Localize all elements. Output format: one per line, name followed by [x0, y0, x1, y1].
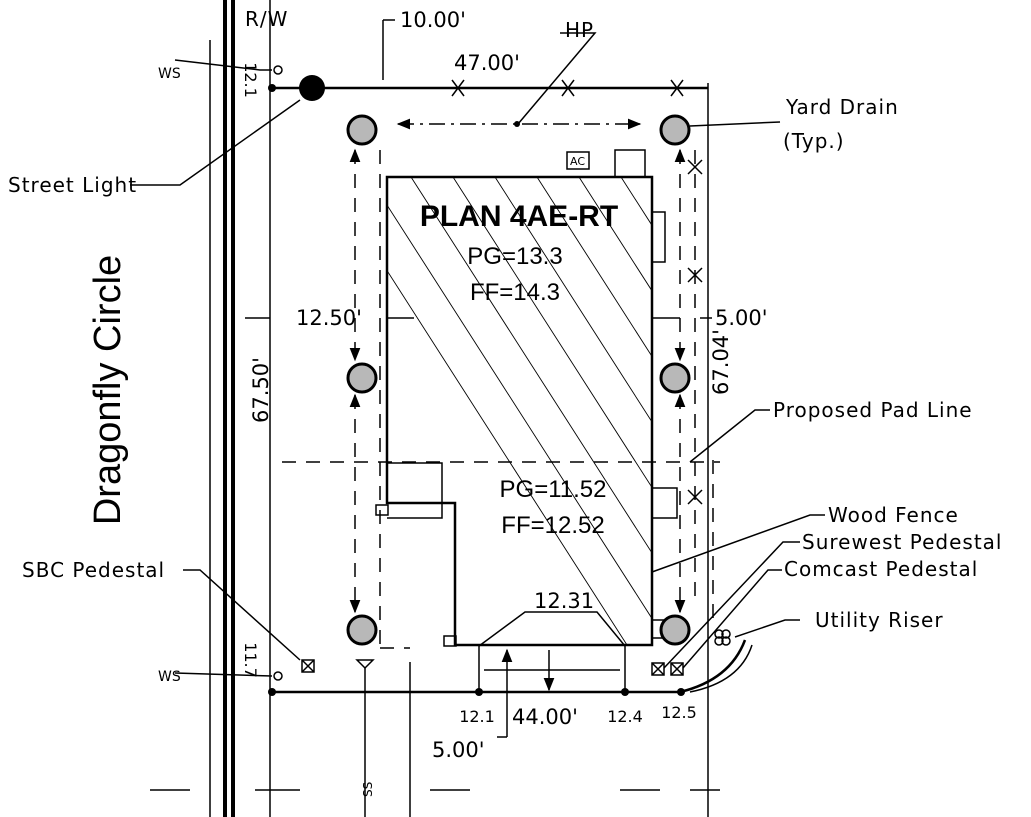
street-right-of-way-lines: [150, 0, 720, 817]
yard-drain-typ-label: (Typ.): [783, 129, 845, 153]
row-label: R/W: [245, 7, 288, 31]
hatch-line: [578, 177, 652, 645]
yard-drains: [346, 114, 691, 646]
elev-top-left: 12.1: [241, 62, 260, 98]
hatch-line: [387, 177, 652, 645]
elev-front-left: 12.1: [459, 707, 495, 726]
dim-setback-left: 12.50': [296, 306, 362, 330]
leader-lines: [130, 32, 825, 677]
street-name: Dragonfly Circle: [87, 255, 129, 525]
plan-title: PLAN 4AE-RT: [420, 200, 618, 233]
proposed-pad-line-label: Proposed Pad Line: [773, 398, 973, 422]
street-light-symbol: [299, 75, 325, 101]
wood-fence-label: Wood Fence: [828, 503, 959, 527]
sbc-pedestal-label: SBC Pedestal: [22, 558, 165, 582]
dim-front-setback: 5.00': [432, 738, 485, 762]
elev-bottom-left: 11.7: [241, 642, 260, 678]
ws-label-bottom: WS: [158, 669, 181, 685]
driveway: [268, 84, 685, 696]
dim-front-width: 44.00': [512, 705, 578, 729]
hatch-line: [452, 177, 652, 645]
drainage-arrows: [349, 118, 686, 614]
elev-front-right: 12.5: [661, 703, 697, 722]
surewest-pedestal-label: Surewest Pedestal: [802, 530, 1002, 554]
upper-finish-floor: FF=14.3: [470, 279, 560, 306]
ss-label: SS: [361, 782, 375, 797]
building-footprint: [375, 149, 678, 647]
utility-symbols: [273, 65, 731, 817]
dim-setback-right: 5.00': [715, 306, 768, 330]
lower-finish-floor: FF=12.52: [501, 512, 604, 539]
lower-pad-grade: PG=11.52: [500, 476, 607, 503]
dimension-lines: [245, 19, 712, 738]
comcast-pedestal-label: Comcast Pedestal: [784, 557, 978, 581]
building-hatch: [387, 177, 652, 645]
street-light-label: Street Light: [8, 173, 137, 197]
upper-pad-grade: PG=13.3: [467, 243, 562, 270]
dim-lot-width-top: 47.00': [454, 51, 520, 75]
hatch-line: [494, 177, 652, 645]
hp-label: HP: [565, 18, 594, 42]
dim-depth-left: 67.50': [249, 357, 273, 423]
property-lines: [270, 83, 753, 817]
elev-front-mid: 12.4: [607, 707, 643, 726]
ac-label: AC: [570, 155, 585, 168]
hatch-line: [387, 177, 628, 645]
hatch-line: [536, 177, 652, 645]
dim-setback-top: 10.00': [400, 8, 466, 32]
utility-riser-label: Utility Riser: [815, 608, 944, 632]
ws-label-top: WS: [158, 66, 181, 82]
front-walk-elevation: 12.31: [534, 589, 594, 613]
yard-drain-label: Yard Drain: [785, 95, 899, 119]
dim-depth-right: 67.04': [709, 329, 733, 395]
hatch-line: [410, 177, 652, 645]
text-layer: Dragonfly Circle R/W PLAN 4AE-RT PG=13.3…: [8, 7, 1002, 797]
